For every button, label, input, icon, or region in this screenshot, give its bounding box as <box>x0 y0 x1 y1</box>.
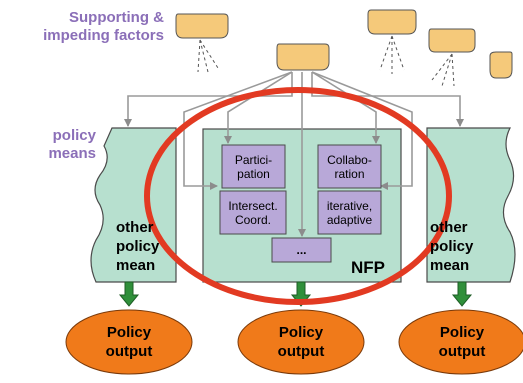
factor-lamp-1 <box>175 13 229 73</box>
box-ellipsis <box>271 237 332 263</box>
other-policy-mean-right-label: other policy mean <box>430 219 474 274</box>
flow-arrow-coordination <box>183 71 293 190</box>
factor-lamp-4 <box>428 28 476 87</box>
intersectoral-coordination-label: Intersect. Coord. <box>228 198 278 227</box>
policy-output-center-label: Policy output <box>277 324 325 360</box>
other-policy-mean-right <box>426 127 516 283</box>
policy-means-label: policy means <box>48 127 96 162</box>
nfp-highlight-ring <box>144 87 452 305</box>
factors-label: Supporting & impeding factors <box>43 9 164 44</box>
connector-arrow-left <box>118 281 140 307</box>
factor-lamp-center <box>276 43 330 71</box>
nfp-label: NFP <box>351 258 385 277</box>
flow-arrow-left-mean <box>124 72 293 127</box>
participation-label: Partici- pation <box>234 152 273 181</box>
collaboration-label: Collabo- ration <box>327 152 372 181</box>
iterative-adaptive-label: iterative, adaptive <box>326 198 373 227</box>
policy-output-right <box>398 309 523 375</box>
policy-output-right-label: Policy output <box>438 324 486 360</box>
factor-lamp-5 <box>489 51 513 79</box>
policy-output-center <box>237 309 365 375</box>
other-policy-mean-left-label: other policy mean <box>116 219 160 274</box>
ellipsis-label: ... <box>296 243 307 257</box>
factor-lamp-3 <box>367 9 417 74</box>
box-intersectoral-coordination <box>219 190 287 235</box>
connector-arrow-right <box>451 281 473 307</box>
box-collaboration <box>317 144 382 189</box>
flow-arrow-adaptive <box>311 71 413 190</box>
box-iterative-adaptive <box>317 190 382 235</box>
policy-output-left <box>65 309 193 375</box>
flow-arrow-collaboration <box>311 71 380 144</box>
flow-arrow-right-mean <box>311 72 464 127</box>
policy-output-left-label: Policy output <box>105 324 153 360</box>
flow-arrow-participation <box>224 71 293 144</box>
box-participation <box>221 144 286 189</box>
